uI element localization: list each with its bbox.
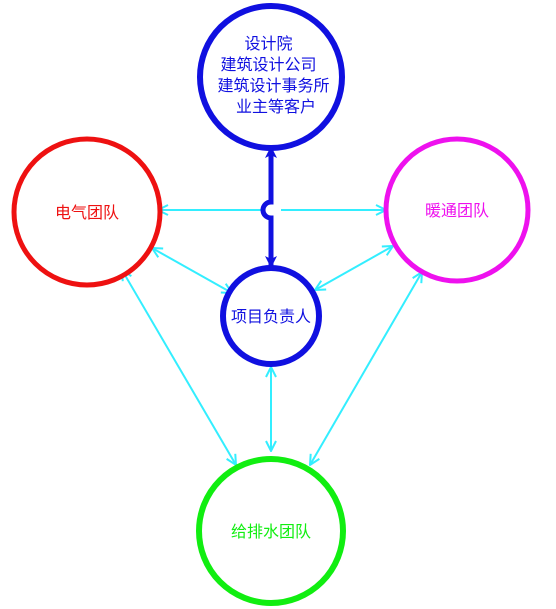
node-pm: 项目负责人 bbox=[220, 265, 322, 367]
link-electrical-pm bbox=[152, 248, 232, 293]
node-client: 设计院 建筑设计公司 建筑设计事务所 业主等客户 bbox=[197, 3, 345, 151]
node-hvac: 暖通团队 bbox=[383, 136, 531, 284]
link-electrical-plumbing bbox=[122, 270, 236, 465]
svg-text:设计院 建筑设计公司 建筑设计事务所: 设计院 建筑设计公司 建筑设计事务所 业主等客户 bbox=[217, 34, 334, 116]
node-plumbing-circle bbox=[196, 456, 346, 606]
link-hvac-pm bbox=[315, 246, 393, 290]
node-client-circle bbox=[197, 3, 345, 151]
client-line-2: 建筑设计公司 bbox=[220, 55, 316, 74]
node-plumbing: 给排水团队 bbox=[196, 456, 346, 606]
client-line-4: 业主等客户 bbox=[236, 97, 316, 116]
link-hvac-plumbing bbox=[310, 272, 422, 465]
connectors bbox=[122, 210, 422, 465]
plumbing-label: 给排水团队 bbox=[231, 522, 311, 541]
link-client-pm bbox=[260, 146, 277, 268]
node-electrical: 电气团队 bbox=[11, 136, 163, 288]
pm-label: 项目负责人 bbox=[231, 307, 311, 326]
node-pm-circle bbox=[220, 265, 322, 367]
node-hvac-circle bbox=[383, 136, 531, 284]
client-line-1: 设计院 bbox=[244, 34, 292, 53]
node-electrical-circle bbox=[11, 136, 163, 288]
electrical-label: 电气团队 bbox=[55, 203, 119, 222]
client-line-3: 建筑设计事务所 bbox=[217, 76, 329, 95]
hvac-label: 暖通团队 bbox=[425, 201, 489, 220]
